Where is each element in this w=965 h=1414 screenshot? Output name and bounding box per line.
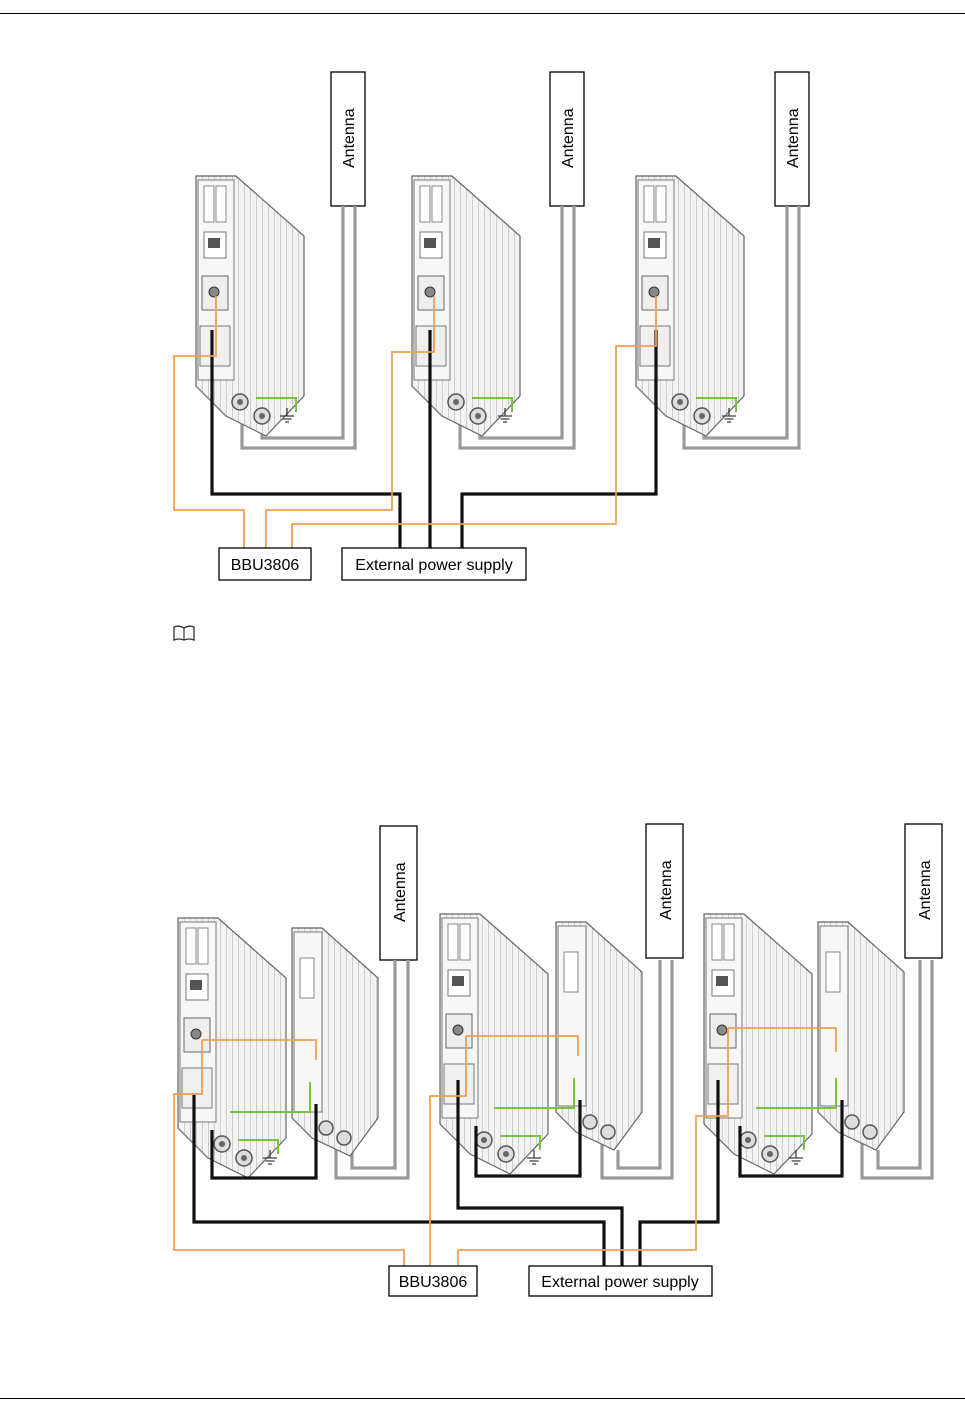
antenna-box-3: Antenna — [775, 72, 809, 206]
antenna-label-3: Antenna — [785, 108, 802, 168]
rru-unit-2 — [412, 176, 520, 436]
antenna-box-6: Antenna — [905, 824, 942, 958]
power-supply-box-1: External power supply — [342, 548, 526, 580]
figure-2: Antenna Antenna Antenna — [174, 824, 942, 1296]
figure-1: Antenna Antenna Antenna — [174, 72, 809, 580]
bbu-label-1: BBU3806 — [231, 557, 300, 574]
antenna-label-6: Antenna — [917, 860, 934, 920]
bbu-box-2: BBU3806 — [389, 1266, 477, 1296]
rru-aux-unit-1 — [292, 928, 378, 1156]
book-note-icon — [172, 624, 196, 642]
antenna-label-5: Antenna — [658, 860, 675, 920]
antenna-box-5: Antenna — [646, 824, 683, 958]
antenna-box-1: Antenna — [331, 72, 365, 206]
antenna-label-4: Antenna — [392, 862, 409, 922]
bbu-box-1: BBU3806 — [219, 548, 311, 580]
rru-aux-unit-3 — [818, 922, 904, 1150]
power-label-1: External power supply — [355, 557, 512, 574]
power-supply-box-2: External power supply — [529, 1266, 712, 1296]
antenna-label-2: Antenna — [560, 108, 577, 168]
rru-unit-3 — [636, 176, 744, 436]
antenna-box-2: Antenna — [550, 72, 584, 206]
antenna-label-1: Antenna — [341, 108, 358, 168]
power-label-2: External power supply — [541, 1274, 698, 1291]
rru-unit-5 — [440, 914, 548, 1174]
bbu-label-2: BBU3806 — [399, 1274, 468, 1291]
rru-unit-6 — [704, 914, 812, 1174]
antenna-box-4: Antenna — [380, 826, 417, 960]
